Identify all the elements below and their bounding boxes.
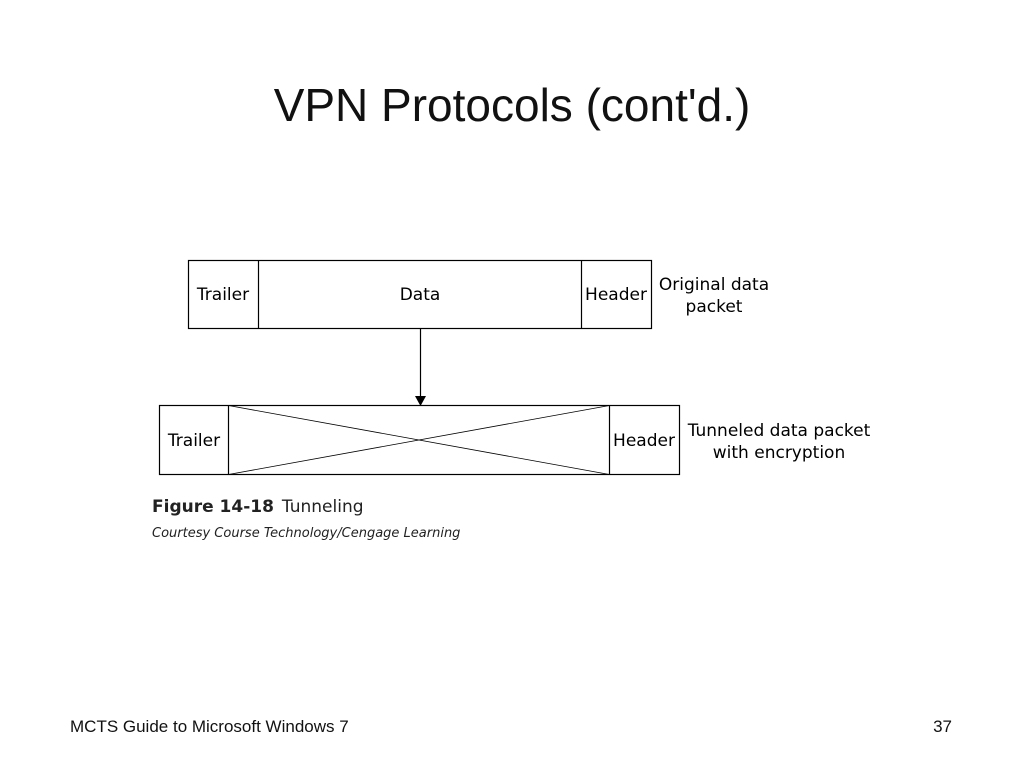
encrypted-cross-line-2 [228, 405, 610, 475]
tunneled-caption-line2: with encryption [713, 443, 845, 463]
tunneled-packet: Trailer Header Tunneled data packet with… [158, 404, 871, 476]
figure-title: Tunneling [281, 497, 364, 517]
original-trailer-label: Trailer [196, 285, 249, 305]
figure-credit: Courtesy Course Technology/Cengage Learn… [152, 526, 461, 541]
original-header-label: Header [585, 285, 647, 305]
slide-title: VPN Protocols (cont'd.) [273, 79, 751, 131]
original-packet: Trailer Data Header Original data packet [187, 259, 769, 330]
tunneled-trailer-label: Trailer [167, 431, 220, 451]
figure-label: Figure 14-18 Tunneling [152, 497, 364, 517]
transform-arrow [415, 329, 426, 406]
tunneled-header-label: Header [613, 431, 675, 451]
footer-course-title: MCTS Guide to Microsoft Windows 7 [70, 717, 349, 736]
page-number: 37 [933, 717, 952, 736]
original-caption-line2: packet [686, 297, 743, 317]
original-data-label: Data [400, 285, 441, 305]
original-caption-line1: Original data [659, 275, 769, 295]
original-packet-box [187, 259, 653, 330]
figure-number: Figure 14-18 [152, 497, 274, 517]
tunneled-caption-line1: Tunneled data packet [687, 421, 871, 441]
